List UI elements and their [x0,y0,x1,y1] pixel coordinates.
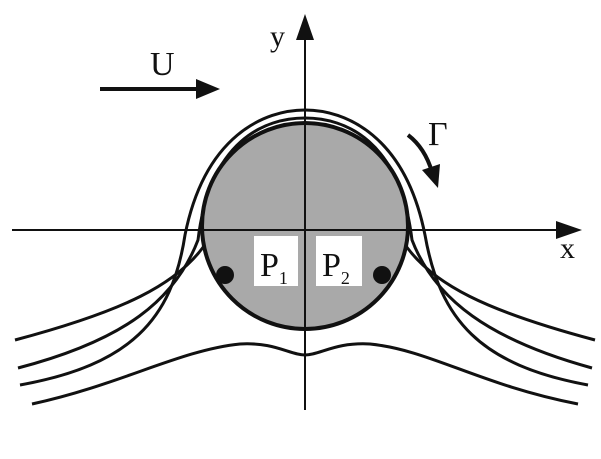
x-axis-label: x [560,232,575,265]
streamline-2 [17,116,593,370]
p2-label-box [316,236,362,286]
freestream-label: U [150,46,175,83]
streamline-3 [19,108,589,387]
p1-label-box [254,236,298,286]
p1-main: P [260,247,279,284]
y-axis-arrowhead [296,14,314,40]
p2-main: P [322,247,341,284]
y-axis-label: y [270,20,285,53]
x-axis-arrowhead [556,221,582,239]
circulation-label: Γ [428,116,448,153]
p2-label: P2 [322,247,350,288]
stagnation-point-right-icon [373,266,391,284]
freestream-arrowhead [196,79,220,99]
stagnation-point-left-icon [216,266,234,284]
p1-subscript: 1 [279,268,288,288]
circulation-arrowhead [422,164,440,188]
streamline-lower [31,342,579,406]
p1-label: P1 [260,247,288,288]
p2-subscript: 2 [341,268,350,288]
